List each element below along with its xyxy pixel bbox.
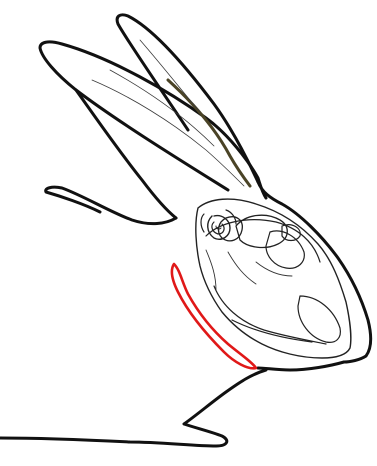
rabbit-head-svg [0,0,377,466]
rabbit-head-diagram [0,0,377,466]
